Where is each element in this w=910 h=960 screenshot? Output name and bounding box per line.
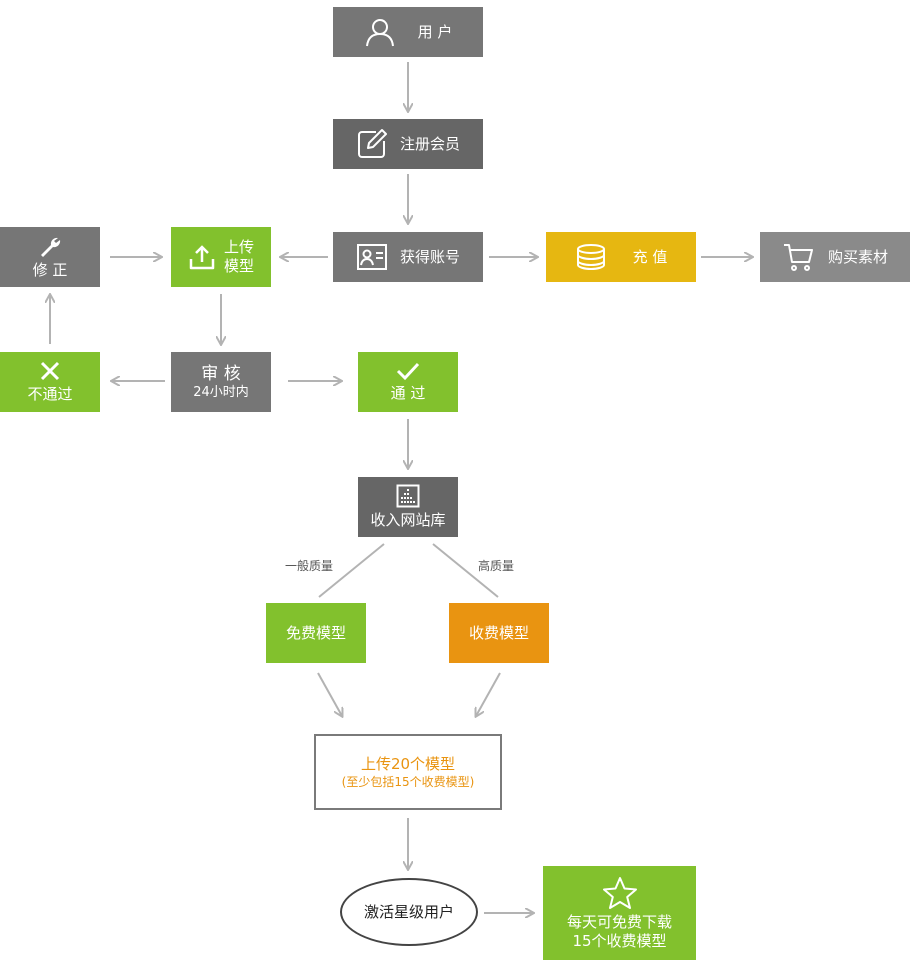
node-free: 免费模型	[266, 603, 366, 663]
line-library-free	[318, 543, 385, 598]
node-modify-label: 修 正	[32, 260, 68, 279]
upload-icon	[189, 245, 215, 270]
node-user-label: 用 户	[417, 22, 453, 41]
cart-icon	[783, 244, 813, 271]
id-card-icon	[356, 244, 387, 270]
node-recharge: 充 值	[546, 232, 696, 282]
node-upload20: 上传20个模型 (至少包括15个收费模型)	[314, 734, 502, 810]
arrow-paid-upload20	[476, 672, 501, 716]
close-icon	[40, 361, 60, 381]
edge-label-high-quality: 高质量	[478, 559, 515, 573]
coins-icon	[576, 244, 605, 271]
node-review-label-1: 审 核	[201, 363, 241, 384]
star-icon	[602, 876, 637, 909]
user-icon	[365, 19, 394, 47]
database-grid-icon	[396, 484, 420, 508]
check-icon	[396, 362, 420, 381]
node-upload20-label-2: (至少包括15个收费模型)	[341, 774, 475, 789]
node-paid: 收费模型	[449, 603, 549, 663]
node-account-label: 获得账号	[399, 247, 460, 266]
node-paid-label: 收费模型	[468, 623, 529, 642]
node-fail: 不通过	[0, 352, 100, 412]
node-review-label-2: 24小时内	[193, 384, 249, 400]
node-register-label: 注册会员	[399, 134, 460, 153]
arrow-free-upload20	[317, 672, 342, 716]
node-reward-label-1: 每天可免费下载	[566, 912, 672, 931]
node-reward-label-2: 15个收费模型	[572, 931, 667, 950]
node-upload-label-1: 上传	[223, 238, 254, 256]
node-recharge-label: 充 值	[632, 247, 668, 266]
edge-label-normal-quality: 一般质量	[285, 559, 334, 573]
edit-icon	[357, 129, 387, 158]
node-buy-label: 购买素材	[827, 247, 888, 266]
node-library: 收入网站库	[358, 477, 458, 537]
node-register: 注册会员	[333, 119, 483, 169]
node-modify: 修 正	[0, 227, 100, 287]
node-activate-label: 激活星级用户	[363, 902, 454, 921]
node-library-label: 收入网站库	[370, 511, 446, 529]
node-fail-label: 不通过	[27, 385, 73, 403]
node-activate: 激活星级用户	[340, 878, 478, 946]
node-buy: 购买素材	[760, 232, 910, 282]
node-review: 审 核 24小时内	[171, 352, 271, 412]
node-reward: 每天可免费下载 15个收费模型	[543, 866, 696, 960]
node-account: 获得账号	[333, 232, 483, 282]
node-pass-label: 通 过	[390, 384, 426, 402]
node-user: 用 户	[333, 7, 483, 57]
node-pass: 通 过	[358, 352, 458, 412]
node-free-label: 免费模型	[285, 623, 346, 642]
node-upload20-label-1: 上传20个模型	[360, 754, 456, 773]
node-upload-label-2: 模型	[223, 257, 254, 275]
node-upload: 上传 模型	[171, 227, 271, 287]
line-library-paid	[432, 543, 499, 598]
wrench-icon	[41, 237, 61, 257]
